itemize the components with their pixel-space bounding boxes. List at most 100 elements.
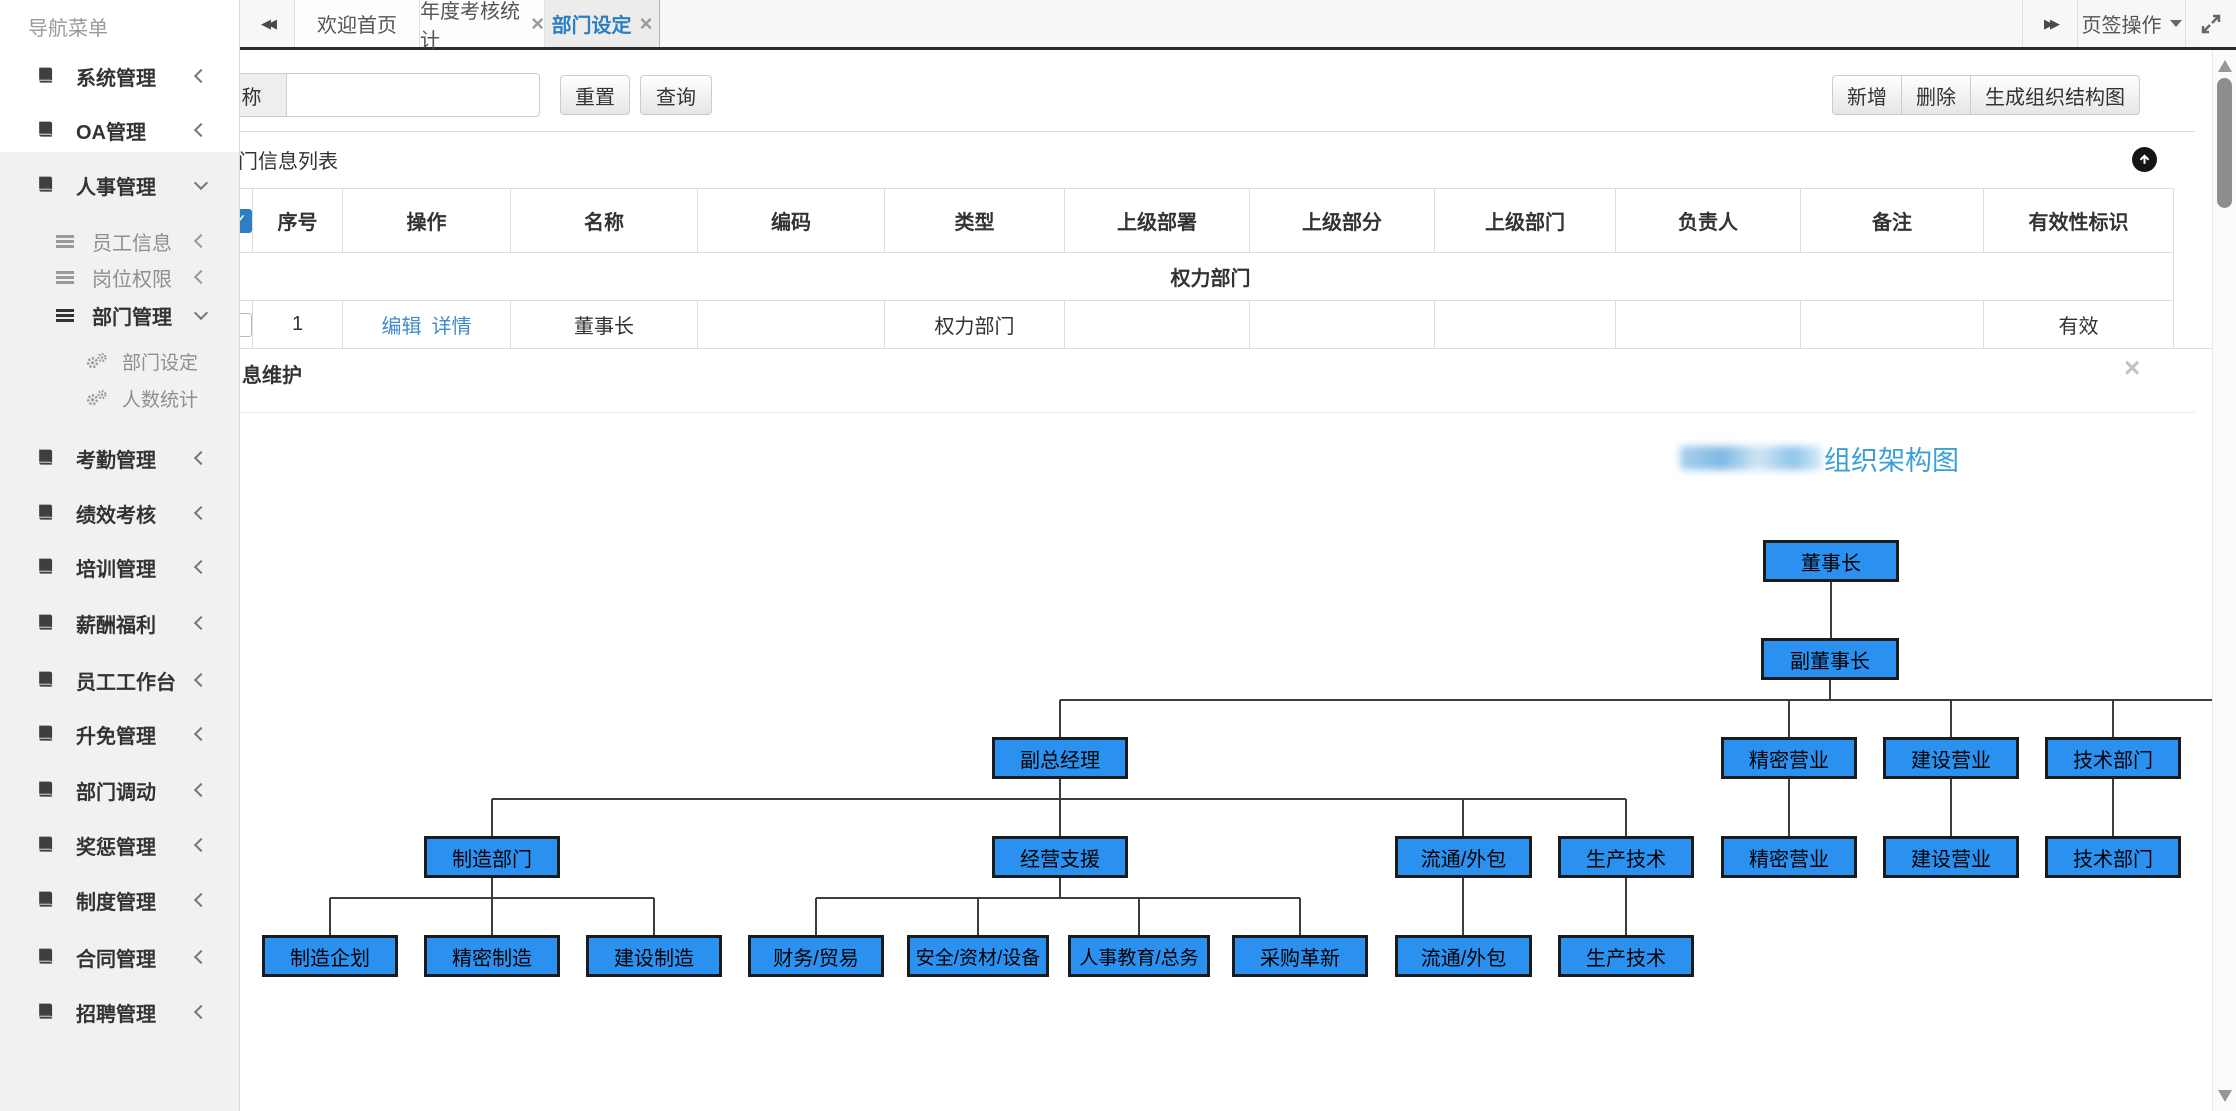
tab-welcome[interactable]: 欢迎首页 (295, 0, 420, 47)
sidebar-item-department-setting[interactable]: 部门设定 (0, 339, 240, 383)
tab-close-icon[interactable]: × (639, 10, 653, 36)
list-bars-icon (56, 233, 74, 250)
tabs-scroll-left-button[interactable]: ◀◀ (240, 0, 295, 47)
sidebar-item-recruitment-management[interactable]: 招聘管理 (0, 990, 240, 1034)
cell-actions: 编辑 详情 (342, 300, 511, 349)
org-node-construction-sales-2[interactable]: 建设营业 (1883, 836, 2019, 878)
org-node-precision-sales-2[interactable]: 精密营业 (1721, 836, 1857, 878)
org-node-logistics-outsourcing-2[interactable]: 流通/外包 (1395, 935, 1532, 977)
book-icon (39, 176, 53, 192)
circle-arrow-up-icon (2139, 154, 2150, 164)
sidebar-item-contract-management[interactable]: 合同管理 (0, 935, 240, 979)
org-chart-title: 组织架构图 (1680, 443, 1959, 476)
cell-seq: 1 (252, 300, 343, 349)
sidebar-item-salary-welfare[interactable]: 薪酬福利 (0, 601, 240, 645)
book-icon (39, 836, 53, 852)
org-node-construction-manufacturing[interactable]: 建设制造 (586, 935, 722, 977)
sidebar-item-position-permission[interactable]: 岗位权限 (0, 255, 240, 299)
sidebar-item-reward-punishment[interactable]: 奖惩管理 (0, 823, 240, 867)
chevron-left-icon (193, 505, 209, 521)
chevron-left-icon (193, 726, 209, 742)
sidebar-item-department-transfer[interactable]: 部门调动 (0, 768, 240, 812)
cell-remark (1800, 300, 1984, 349)
cell-parent-dept-2 (1249, 300, 1435, 349)
org-node-deputy-gm[interactable]: 副总经理 (992, 737, 1128, 779)
tab-close-icon[interactable]: × (531, 10, 544, 36)
col-parent-dept-3: 上级部门 (1434, 188, 1616, 253)
org-node-production-tech[interactable]: 生产技术 (1558, 836, 1694, 878)
book-icon (39, 449, 53, 465)
fullscreen-button[interactable] (2185, 0, 2236, 47)
reset-button[interactable]: 重置 (560, 75, 630, 115)
cell-parent-dept-1 (1064, 300, 1250, 349)
chevron-left-icon (193, 615, 209, 631)
book-icon (39, 121, 53, 137)
org-node-tech-department[interactable]: 技术部门 (2045, 737, 2181, 779)
maintain-panel-title: 息维护 (242, 365, 302, 387)
org-node-precision-sales[interactable]: 精密营业 (1721, 737, 1857, 779)
close-panel-icon[interactable]: × (2124, 352, 2141, 383)
sidebar-item-performance-assessment[interactable]: 绩效考核 (0, 491, 240, 535)
sidebar-item-policy-management[interactable]: 制度管理 (0, 878, 240, 922)
sidebar-item-attendance-management[interactable]: 考勤管理 (0, 436, 240, 480)
tab-department-setting[interactable]: 部门设定 × (545, 0, 660, 47)
sidebar-item-promotion-management[interactable]: 升免管理 (0, 712, 240, 756)
list-bars-icon (56, 307, 74, 324)
book-icon (39, 614, 53, 630)
sidebar-item-oa-management[interactable]: OA管理 (0, 108, 240, 152)
cell-valid: 有效 (1983, 300, 2174, 349)
search-input[interactable] (286, 73, 540, 117)
collapse-panel-button[interactable] (2132, 147, 2157, 172)
org-node-finance-trade[interactable]: 财务/贸易 (748, 935, 884, 977)
query-button[interactable]: 查询 (640, 75, 712, 115)
org-node-manufacturing-dept[interactable]: 制造部门 (424, 836, 560, 878)
sidebar-item-headcount-stats[interactable]: 人数统计 (0, 376, 240, 420)
tab-actions-dropdown[interactable]: 页签操作 (2077, 0, 2185, 47)
cell-parent-dept-3 (1434, 300, 1616, 349)
tab-label: 部门设定 (551, 15, 632, 37)
divider (205, 131, 2195, 132)
sidebar-item-employee-info[interactable]: 员工信息 (0, 219, 240, 263)
edit-link[interactable]: 编辑 (381, 316, 422, 338)
sidebar-item-department-management[interactable]: 部门管理 (0, 293, 240, 337)
org-node-hr-education-general-affairs[interactable]: 人事教育/总务 (1068, 935, 1210, 977)
sidebar-item-employee-workbench[interactable]: 员工工作台 (0, 658, 240, 702)
org-node-chairman[interactable]: 董事长 (1763, 540, 1899, 582)
delete-button[interactable]: 删除 (1901, 75, 1971, 115)
chevron-left-icon (193, 233, 209, 249)
col-valid-flag: 有效性标识 (1983, 188, 2174, 253)
org-node-logistics-outsourcing[interactable]: 流通/外包 (1395, 836, 1532, 878)
org-node-vice-chairman[interactable]: 副董事长 (1761, 638, 1899, 680)
org-node-operation-support[interactable]: 经营支援 (992, 836, 1128, 878)
chevron-down-icon (193, 175, 209, 191)
org-node-construction-sales[interactable]: 建设营业 (1883, 737, 2019, 779)
org-node-procurement-innovation[interactable]: 采购革新 (1232, 935, 1368, 977)
col-remark: 备注 (1800, 188, 1984, 253)
cell-code (697, 300, 885, 349)
tab-label: 年度考核统计 (420, 0, 520, 52)
org-node-precision-manufacturing[interactable]: 精密制造 (424, 935, 560, 977)
tab-annual-assessment[interactable]: 年度考核统计 × (420, 0, 545, 52)
col-seq: 序号 (252, 188, 343, 253)
org-node-manufacturing-planning[interactable]: 制造企划 (262, 935, 398, 977)
scrollbar-up-arrow[interactable] (2218, 60, 2232, 72)
org-node-production-tech-2[interactable]: 生产技术 (1558, 935, 1694, 977)
col-actions: 操作 (342, 188, 511, 253)
col-type: 类型 (884, 188, 1065, 253)
sidebar-item-hr-management[interactable]: 人事管理 (0, 163, 240, 207)
org-node-safety-material-equipment[interactable]: 安全/资材/设备 (907, 935, 1049, 977)
sidebar-item-training-management[interactable]: 培训管理 (0, 545, 240, 589)
add-button[interactable]: 新增 (1832, 75, 1902, 115)
scrollbar-down-arrow[interactable] (2218, 1090, 2232, 1102)
book-icon (39, 671, 53, 687)
tabs-scroll-right-button[interactable]: ▶▶ (2022, 0, 2077, 47)
detail-link[interactable]: 详情 (431, 316, 472, 338)
org-node-tech-department-2[interactable]: 技术部门 (2045, 836, 2181, 878)
vertical-scrollbar (2212, 50, 2236, 1111)
double-chevron-left-icon: ◀◀ (261, 15, 277, 31)
sidebar-item-system-management[interactable]: 系统管理 (0, 54, 240, 98)
table-header-row: ✓ 序号 操作 名称 编码 类型 上级部署 上级部分 上级部门 负责人 备注 有… (205, 188, 2174, 253)
scrollbar-thumb[interactable] (2217, 78, 2232, 208)
divider (205, 412, 2195, 413)
generate-org-chart-button[interactable]: 生成组织结构图 (1970, 75, 2140, 115)
